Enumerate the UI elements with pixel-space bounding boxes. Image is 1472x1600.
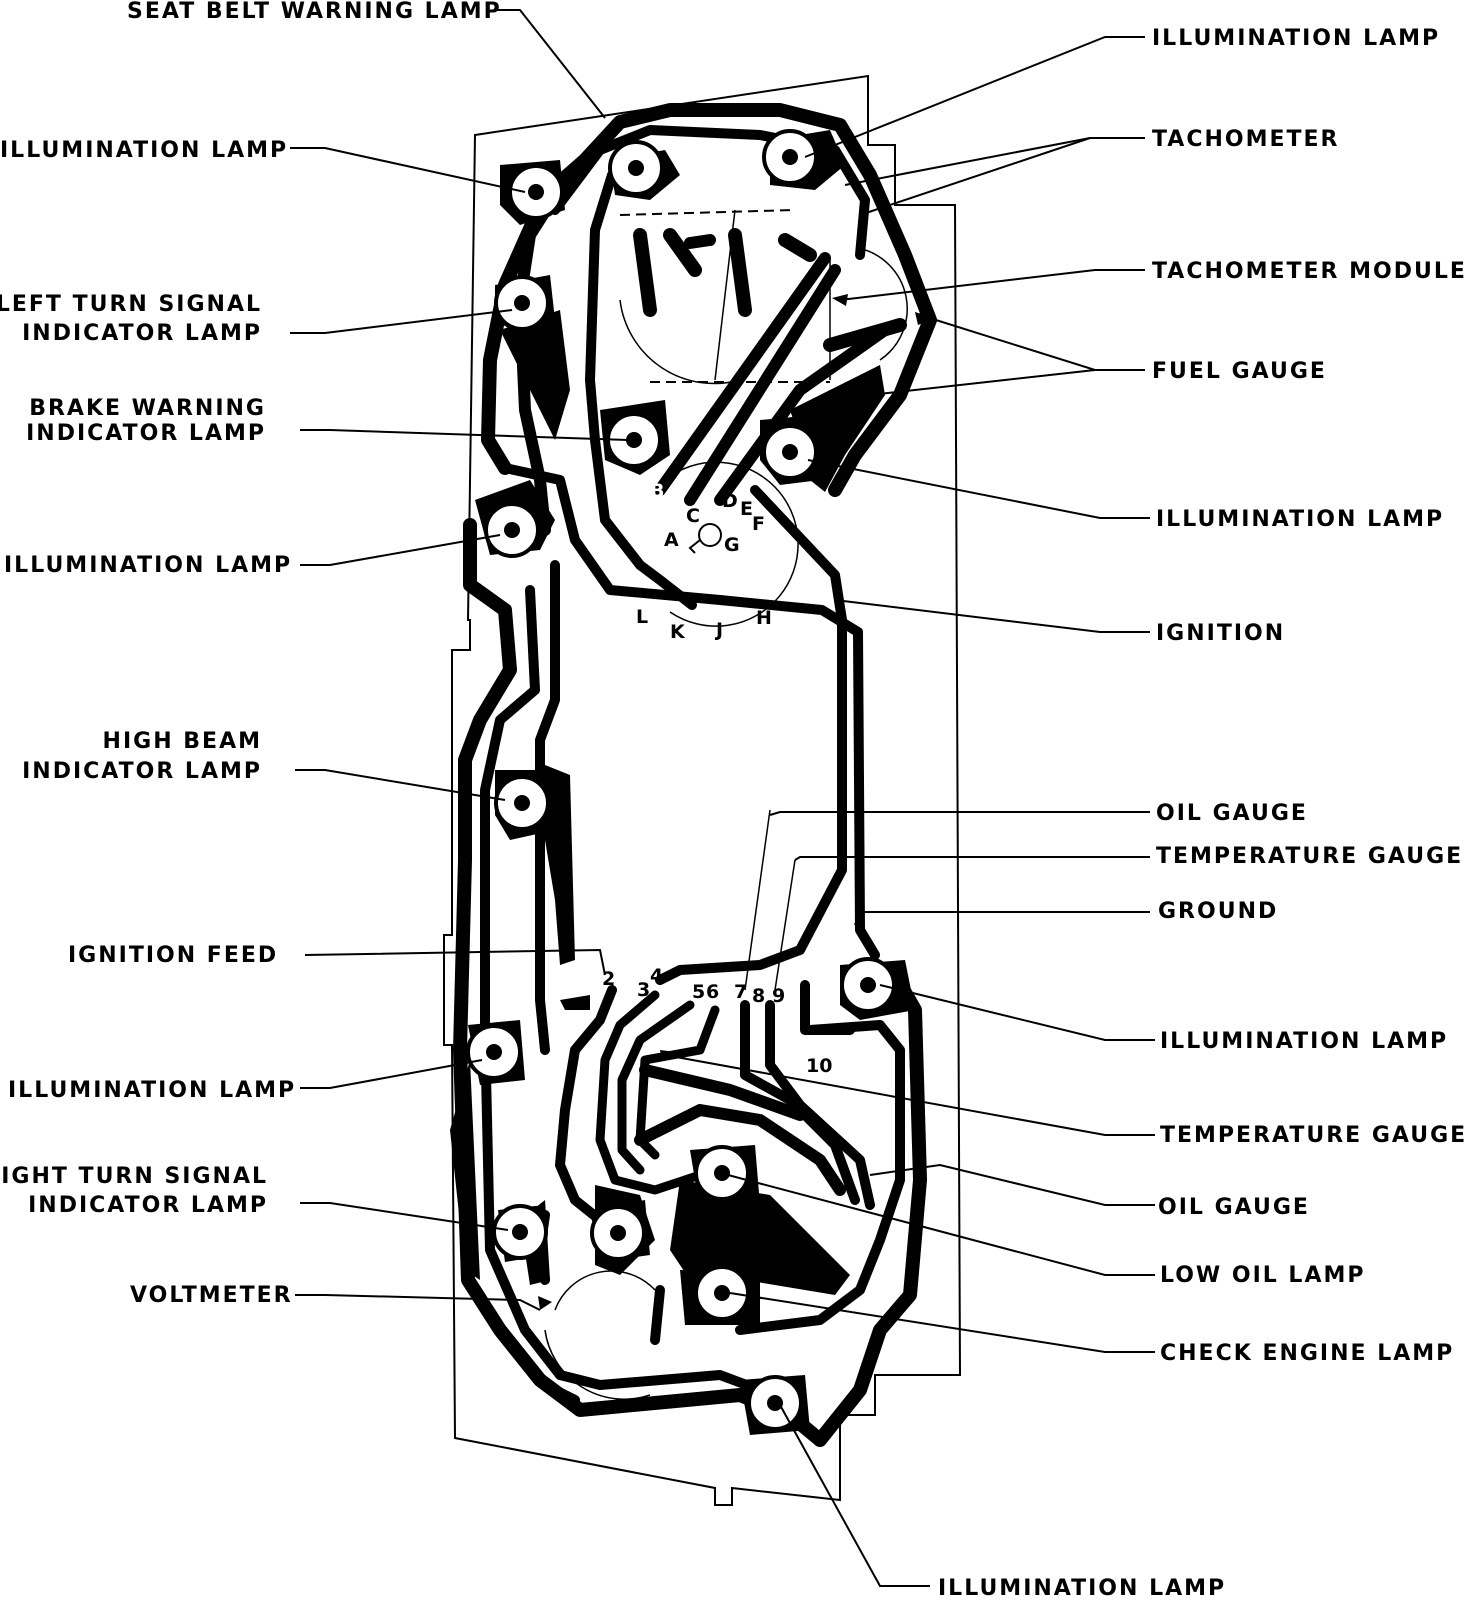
copper-traces: [453, 103, 937, 1447]
lower-connector-pin-labels: 2 3 4 5 6 7 8 9 10: [602, 965, 832, 1077]
pin-label-8: 8: [752, 985, 765, 1007]
ignition-key-icon: [688, 523, 722, 554]
label-brake-warning-1: BRAKE WARNING: [29, 396, 266, 421]
pin-label-l: L: [636, 606, 648, 628]
tachometer-outline: [619, 299, 741, 385]
socket-illumination-low-right: [840, 957, 896, 1013]
label-low-oil-lamp: LOW OIL LAMP: [1160, 1263, 1366, 1288]
label-illumination-lamp-top-left: ILLUMINATION LAMP: [0, 138, 288, 163]
pin-label-j: J: [714, 619, 723, 641]
pin-label-3: 3: [637, 979, 650, 1001]
socket-check-engine: [694, 1265, 750, 1321]
socket-illumination-top-right: [762, 129, 818, 185]
pin-label-5: 5: [692, 981, 705, 1003]
label-seat-belt-warning-lamp: SEAT BELT WARNING LAMP: [127, 0, 502, 24]
label-right-turn-signal-1: RIGHT TURN SIGNAL: [0, 1164, 268, 1189]
label-high-beam-2: INDICATOR LAMP: [22, 759, 262, 784]
label-illumination-lamp-top-right: ILLUMINATION LAMP: [1152, 26, 1440, 51]
label-oil-gauge-upper: OIL GAUGE: [1156, 801, 1308, 826]
label-illumination-lamp-bottom: ILLUMINATION LAMP: [938, 1576, 1226, 1600]
label-oil-gauge-lower: OIL GAUGE: [1158, 1195, 1310, 1220]
label-temperature-gauge-upper: TEMPERATURE GAUGE: [1156, 844, 1463, 869]
upper-connector-pin-labels: A B C D E F G H J K L: [636, 480, 772, 643]
socket-illumination-bottom: [747, 1375, 803, 1431]
label-ground: GROUND: [1158, 899, 1278, 924]
pin-label-b: B: [650, 480, 664, 502]
label-brake-warning-2: INDICATOR LAMP: [26, 421, 266, 446]
socket-illumination-mid-left: [484, 502, 540, 558]
label-right-turn-signal-2: INDICATOR LAMP: [28, 1193, 268, 1218]
socket-seat-belt: [608, 140, 664, 196]
board-outline: [443, 74, 962, 1506]
label-ignition-feed: IGNITION FEED: [68, 943, 278, 968]
pin-label-7: 7: [734, 981, 747, 1003]
socket-illumination-low-left: [466, 1024, 522, 1080]
arrow-heads: [538, 294, 935, 1310]
ignition-connector-outline: [664, 461, 799, 627]
pin-label-4: 4: [650, 965, 663, 987]
pin-label-k: K: [670, 621, 686, 643]
pin-label-a: A: [664, 529, 679, 551]
socket-left-turn: [494, 275, 550, 331]
pin-label-h: H: [756, 607, 772, 629]
pin-label-10: 10: [806, 1055, 832, 1077]
label-check-engine-lamp: CHECK ENGINE LAMP: [1160, 1341, 1454, 1366]
label-tachometer-module: TACHOMETER MODULE: [1152, 259, 1467, 284]
gauge-outlines: [544, 209, 908, 1400]
label-high-beam-1: HIGH BEAM: [103, 729, 262, 754]
socket-low-oil: [694, 1145, 750, 1201]
pin-label-c: C: [686, 505, 700, 527]
lamp-sockets: [466, 129, 896, 1431]
socket-illumination-mid-right: [762, 424, 818, 480]
leader-lines: [290, 9, 1155, 1587]
socket-voltmeter-lamp: [590, 1205, 646, 1261]
label-temperature-gauge-lower: TEMPERATURE GAUGE: [1160, 1123, 1467, 1148]
label-illumination-lamp-low-right: ILLUMINATION LAMP: [1160, 1029, 1448, 1054]
label-ignition: IGNITION: [1156, 621, 1285, 646]
pin-label-6: 6: [706, 981, 719, 1003]
pin-label-f: F: [752, 513, 765, 535]
label-fuel-gauge: FUEL GAUGE: [1152, 359, 1327, 384]
label-voltmeter: VOLTMETER: [130, 1283, 293, 1308]
label-illumination-lamp-mid-right: ILLUMINATION LAMP: [1156, 507, 1444, 532]
voltmeter-outline: [544, 1270, 656, 1400]
socket-right-turn: [492, 1204, 548, 1260]
pin-label-9: 9: [772, 985, 785, 1007]
pin-label-e: E: [740, 498, 753, 520]
label-illumination-lamp-mid-left: ILLUMINATION LAMP: [4, 553, 292, 578]
socket-high-beam: [494, 775, 550, 831]
label-left-turn-signal-1: LEFT TURN SIGNAL: [0, 292, 262, 317]
pin-label-g: G: [724, 534, 740, 556]
socket-illumination-top-left: [508, 164, 564, 220]
label-tachometer: TACHOMETER: [1152, 127, 1339, 152]
fuel-gauge-outline: [857, 247, 908, 361]
label-left-turn-signal-2: INDICATOR LAMP: [22, 321, 262, 346]
pin-label-d: D: [722, 490, 738, 512]
label-illumination-lamp-low-left: ILLUMINATION LAMP: [8, 1078, 296, 1103]
